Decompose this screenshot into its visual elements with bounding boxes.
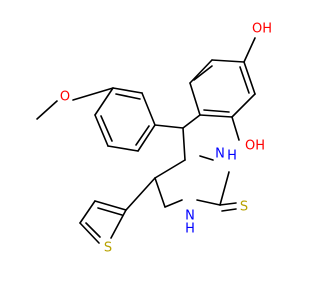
bond (239, 66, 250, 94)
bond (193, 65, 213, 81)
bond (199, 114, 233, 118)
nitrogen-upper-label: N (215, 147, 225, 162)
bond (94, 114, 109, 147)
bond (154, 177, 166, 208)
hydrogen-upper-label: H (227, 149, 237, 164)
bond (219, 202, 237, 206)
bond (182, 127, 186, 161)
hydroxyl-top-label: OH (252, 22, 272, 37)
molecule-canvas: OH OH O N H N H S S (36, 21, 273, 256)
nitrogen-lower-label: N (185, 209, 195, 224)
thiophene-ring (79, 177, 156, 244)
bond (79, 200, 96, 224)
bond (110, 209, 127, 239)
bond (115, 93, 141, 100)
atom-labels: OH OH O N H N H S S (60, 22, 272, 256)
bond (94, 87, 114, 116)
bond (97, 207, 123, 216)
bond (154, 159, 186, 179)
bond (196, 199, 221, 206)
bond (243, 37, 256, 63)
bond (243, 61, 256, 95)
molecule-structure: OH OH O N H N H S S (36, 22, 272, 256)
bond (85, 222, 101, 238)
bond (112, 87, 143, 94)
bond (79, 222, 100, 244)
bond (154, 124, 184, 129)
bond (211, 59, 245, 63)
bond (100, 115, 113, 142)
bond (137, 124, 156, 152)
methoxyphenyl-ring (36, 87, 184, 152)
bond (221, 208, 237, 212)
bond (199, 155, 214, 161)
bond (182, 114, 201, 129)
pyrimidine-ring (154, 114, 237, 212)
bond (94, 200, 127, 211)
bond (72, 87, 114, 101)
bond (135, 125, 150, 146)
bond (125, 177, 156, 211)
bond (219, 171, 230, 206)
bond (164, 199, 183, 208)
bond (107, 145, 139, 152)
bond (231, 93, 256, 118)
hydrogen-lower-label: H (185, 222, 195, 237)
bond (141, 92, 156, 126)
bond (189, 82, 201, 116)
dihydroxyphenyl-ring (189, 37, 256, 141)
methoxy-oxygen-label: O (60, 90, 70, 105)
bond (203, 109, 230, 113)
thione-sulfur-label: S (240, 200, 248, 215)
bond (231, 116, 240, 141)
hydroxyl-bottom-label: OH (245, 139, 265, 154)
bond (36, 100, 58, 120)
bond (189, 59, 213, 84)
thiophene-sulfur-label: S (104, 241, 112, 256)
